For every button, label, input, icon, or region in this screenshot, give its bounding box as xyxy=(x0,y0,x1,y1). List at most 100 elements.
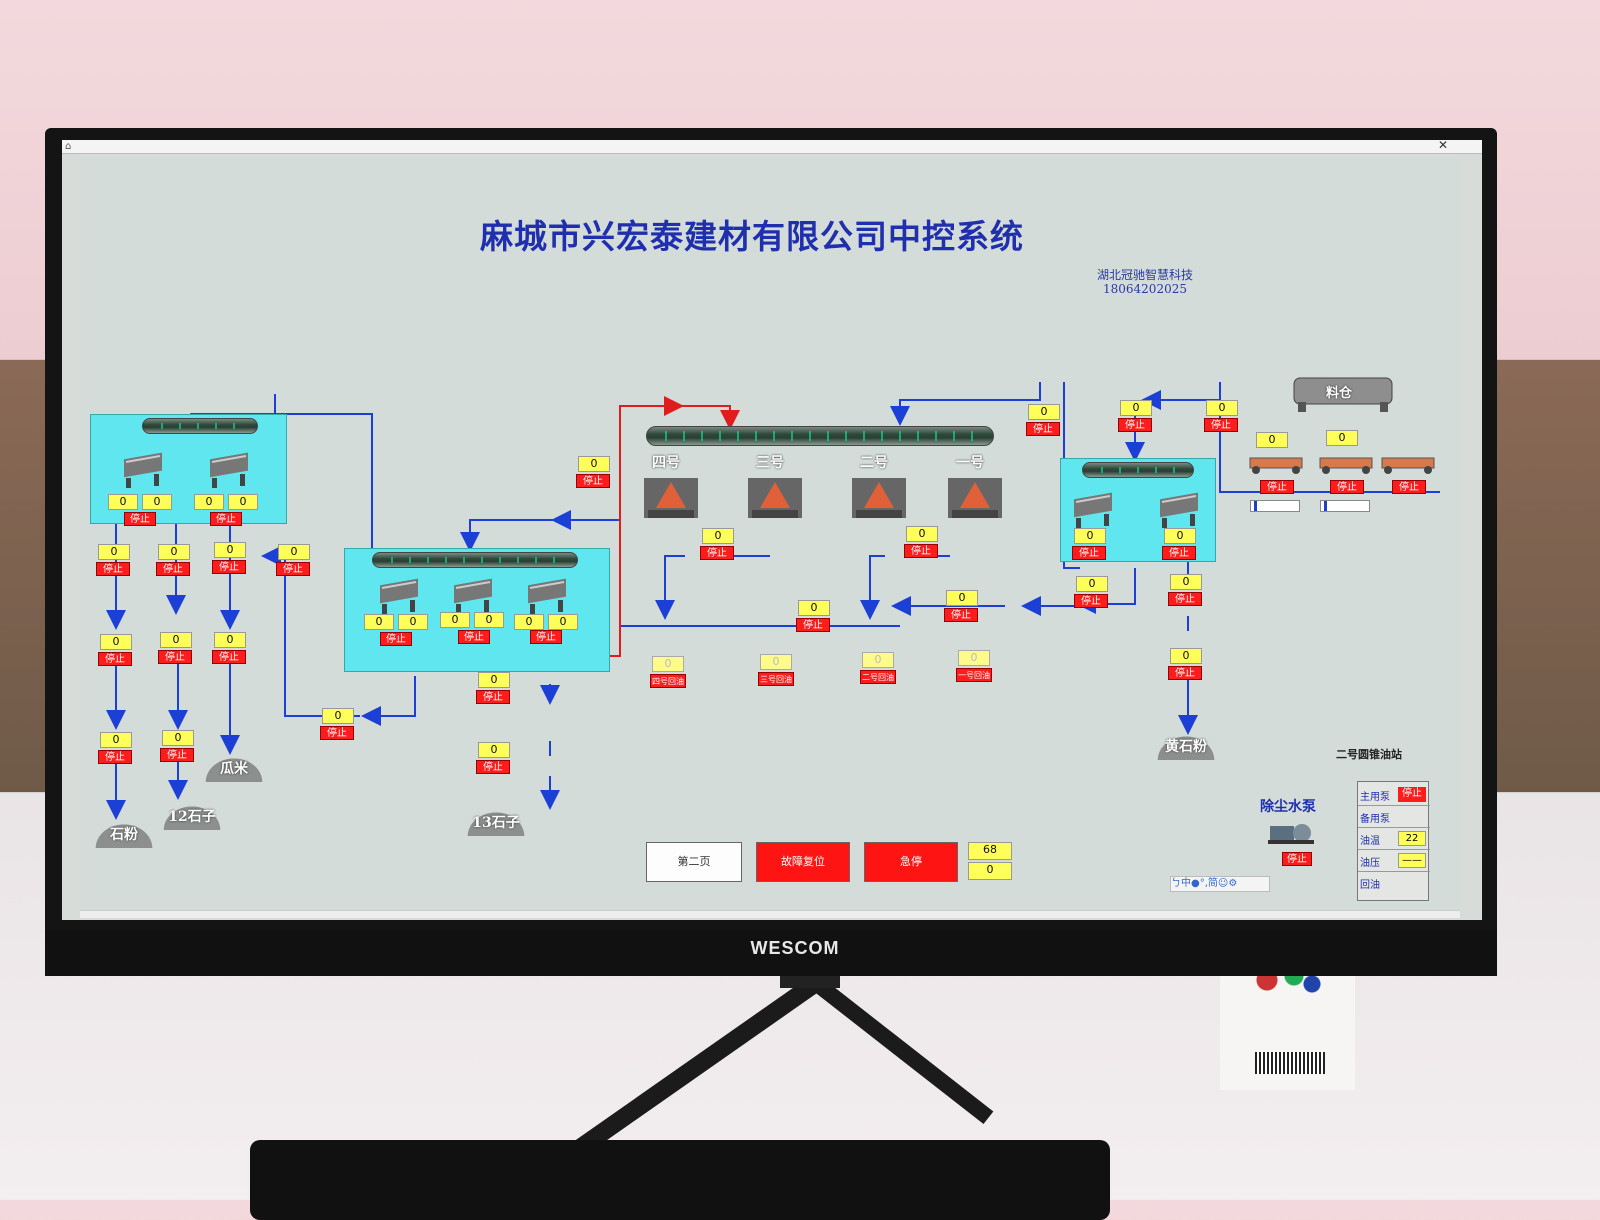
stop-status[interactable]: 停止 xyxy=(458,630,490,644)
stop-status[interactable]: 停止 xyxy=(98,750,132,764)
vibrating-screen-icon[interactable] xyxy=(376,578,422,614)
stop-status[interactable]: 停止 xyxy=(700,546,734,560)
conveyor-belt[interactable] xyxy=(372,552,578,568)
stop-status[interactable]: 停止 xyxy=(1072,546,1106,560)
frequency-input[interactable] xyxy=(1320,500,1370,512)
fault-reset-button[interactable]: 故障复位 xyxy=(756,842,850,882)
oil-return-status[interactable]: 一号回油 xyxy=(956,668,992,682)
vibrating-screen-icon[interactable] xyxy=(524,578,570,614)
stop-status[interactable]: 停止 xyxy=(98,652,132,666)
pump-icon[interactable] xyxy=(1268,818,1314,846)
stop-status[interactable]: 停止 xyxy=(576,474,610,488)
stop-status[interactable]: 停止 xyxy=(1162,546,1196,560)
stop-status[interactable]: 停止 xyxy=(160,748,194,762)
oil-row-value xyxy=(1398,875,1426,890)
pile-label: 瓜米 xyxy=(220,761,248,777)
stop-status[interactable]: 停止 xyxy=(1330,480,1364,494)
stop-status[interactable]: 停止 xyxy=(1168,592,1202,606)
stop-status[interactable]: 停止 xyxy=(1026,422,1060,436)
conveyor-belt[interactable] xyxy=(142,418,258,434)
horizontal-scrollbar[interactable] xyxy=(80,910,1460,918)
value-box: 0 xyxy=(862,652,894,668)
oil-return-status[interactable]: 三号回油 xyxy=(758,672,794,686)
value-box: 0 xyxy=(1326,430,1358,446)
stop-status[interactable]: 停止 xyxy=(796,618,830,632)
value-box: 0 xyxy=(108,494,138,510)
main-conveyor-belt[interactable] xyxy=(646,426,994,446)
stop-status[interactable]: 停止 xyxy=(1118,418,1152,432)
vendor-phone: 18064202025 xyxy=(1103,282,1187,296)
stop-status[interactable]: 停止 xyxy=(124,512,156,526)
stop-status[interactable]: 停止 xyxy=(380,632,412,646)
ime-toolbar[interactable]: ㄅ中●°,简☺⚙ xyxy=(1170,876,1270,892)
oil-row-value: —— xyxy=(1398,853,1426,868)
value-box: 0 xyxy=(160,632,192,648)
cone-crusher-icon[interactable] xyxy=(946,472,1004,520)
feeder-icon[interactable] xyxy=(1248,452,1304,476)
vendor-name: 湖北冠驰智慧科技 xyxy=(1096,268,1193,282)
stop-status[interactable]: 停止 xyxy=(476,690,510,704)
oil-row-label: 主用泵 xyxy=(1360,792,1390,803)
value-box: 0 xyxy=(478,742,510,758)
value-box: 0 xyxy=(906,526,938,542)
cone-crusher-icon[interactable] xyxy=(850,472,908,520)
stop-status[interactable]: 停止 xyxy=(156,562,190,576)
value-box: 0 xyxy=(440,612,470,628)
flow-lines xyxy=(106,382,1440,820)
close-icon[interactable]: ✕ xyxy=(1438,140,1449,152)
oil-row-value xyxy=(1398,809,1426,824)
feeder-icon[interactable] xyxy=(1380,452,1436,476)
value-box: 0 xyxy=(652,656,684,672)
stop-status[interactable]: 停止 xyxy=(904,544,938,558)
cone-crusher-icon[interactable] xyxy=(642,472,700,520)
conveyor-belt[interactable] xyxy=(1082,462,1194,478)
vibrating-screen-icon[interactable] xyxy=(450,578,496,614)
stop-status[interactable]: 停止 xyxy=(212,560,246,574)
monitor-stand-leg-right xyxy=(810,976,994,1125)
stop-status[interactable]: 停止 xyxy=(1204,418,1238,432)
pile-label: 石粉 xyxy=(110,827,138,843)
vibrating-screen-icon[interactable] xyxy=(1070,492,1116,528)
vibrating-screen-icon[interactable] xyxy=(206,452,252,488)
stop-status[interactable]: 停止 xyxy=(1282,852,1312,866)
stop-status[interactable]: 停止 xyxy=(212,650,246,664)
value-box: 0 xyxy=(278,544,310,560)
counter-b: 0 xyxy=(968,862,1012,880)
stop-status[interactable]: 停止 xyxy=(1260,480,1294,494)
vibrating-screen-icon[interactable] xyxy=(120,452,166,488)
oil-return-status[interactable]: 四号回油 xyxy=(650,674,686,688)
stop-status[interactable]: 停止 xyxy=(944,608,978,622)
oil-row-label: 油温 xyxy=(1360,836,1380,847)
emergency-stop-button[interactable]: 急停 xyxy=(864,842,958,882)
page2-button[interactable]: 第二页 xyxy=(646,842,742,882)
stop-status[interactable]: 停止 xyxy=(276,562,310,576)
stop-status[interactable]: 停止 xyxy=(530,630,562,644)
value-box: 0 xyxy=(214,542,246,558)
stop-status[interactable]: 停止 xyxy=(476,760,510,774)
crusher-label: 一号 xyxy=(956,455,984,471)
frequency-input[interactable] xyxy=(1250,500,1300,512)
stop-status[interactable]: 停止 xyxy=(96,562,130,576)
stop-status[interactable]: 停止 xyxy=(1074,594,1108,608)
product-pile: 瓜米 xyxy=(198,748,270,782)
stop-status[interactable]: 停止 xyxy=(1168,666,1202,680)
cone-crusher-icon[interactable] xyxy=(746,472,804,520)
vibrating-screen-icon[interactable] xyxy=(1156,492,1202,528)
feeder-icon[interactable] xyxy=(1318,452,1374,476)
stop-status[interactable]: 停止 xyxy=(210,512,242,526)
stop-status[interactable]: 停止 xyxy=(320,726,354,740)
oil-return-status[interactable]: 二号回油 xyxy=(860,670,896,684)
stop-status[interactable]: 停止 xyxy=(158,650,192,664)
pile-label: 黄石粉 xyxy=(1165,739,1207,755)
stop-status[interactable]: 停止 xyxy=(1392,480,1426,494)
value-box: 0 xyxy=(322,708,354,724)
monitor-brand: WESCOM xyxy=(750,938,840,958)
window-titlebar: ⌂ ✕ xyxy=(62,140,1482,154)
screen-panel-middle xyxy=(344,548,610,672)
scada-canvas: 麻城市兴宏泰建材有限公司中控系统 湖北冠驰智慧科技 18064202025 0 … xyxy=(80,156,1460,916)
silo-icon[interactable] xyxy=(1288,372,1398,414)
product-pile: 石粉 xyxy=(88,814,160,848)
value-box: 0 xyxy=(578,456,610,472)
value-box: 0 xyxy=(100,634,132,650)
